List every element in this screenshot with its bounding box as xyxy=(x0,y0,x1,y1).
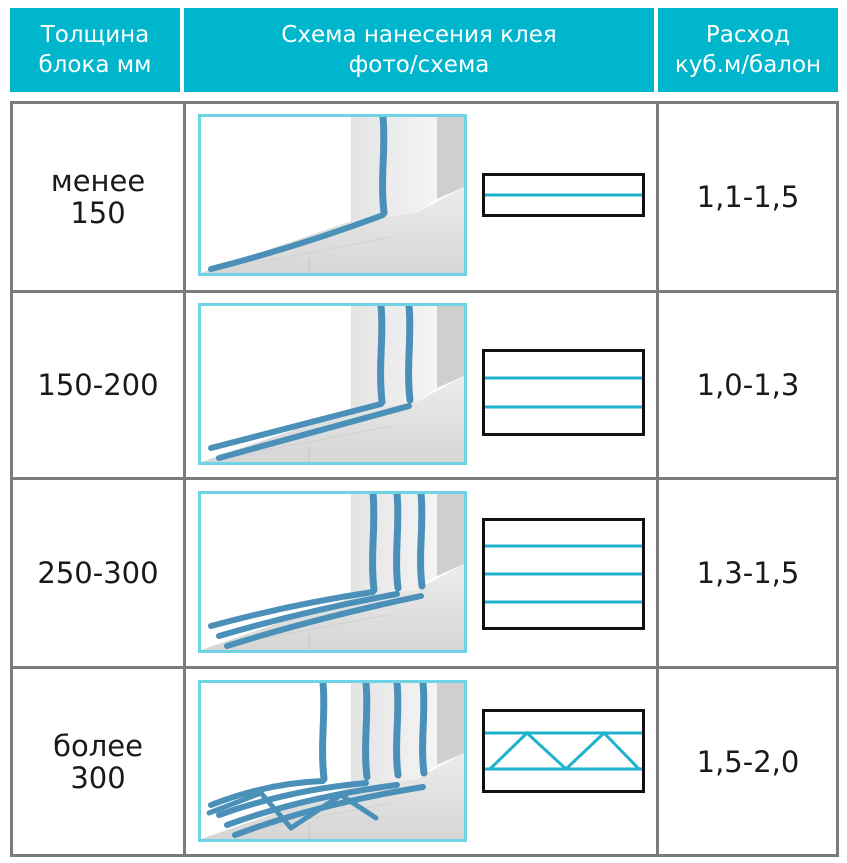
consumption-cell: 1,5-2,0 xyxy=(696,745,800,779)
thickness-cell: более 300 xyxy=(53,729,143,795)
grid-divider xyxy=(13,666,836,669)
grid-divider xyxy=(13,477,836,480)
header-consumption: Расход куб.м/балон xyxy=(658,8,838,92)
glue-photo xyxy=(198,491,467,653)
glue-photo xyxy=(198,680,467,842)
photo-illustration xyxy=(201,683,464,839)
glue-schema xyxy=(482,173,645,217)
photo-illustration xyxy=(201,306,464,462)
table-grid xyxy=(10,101,839,857)
thickness-cell: 150-200 xyxy=(37,368,159,402)
glue-photo xyxy=(198,303,467,465)
glue-schema xyxy=(482,518,645,630)
glue-schema xyxy=(482,349,645,436)
header-thickness: Толщина блока мм xyxy=(10,8,180,92)
schema-diagram xyxy=(482,349,645,436)
consumption-cell: 1,3-1,5 xyxy=(696,556,800,590)
grid-divider xyxy=(13,290,836,293)
schema-diagram xyxy=(482,709,645,793)
thickness-cell: менее 150 xyxy=(50,164,146,230)
schema-diagram xyxy=(482,518,645,630)
glue-photo xyxy=(198,114,467,276)
thickness-cell: 250-300 xyxy=(37,556,159,590)
consumption-cell: 1,0-1,3 xyxy=(696,368,800,402)
photo-illustration xyxy=(201,117,464,273)
schema-diagram xyxy=(482,173,645,217)
header-scheme: Схема нанесения клея фото/схема xyxy=(184,8,654,92)
consumption-cell: 1,1-1,5 xyxy=(696,180,800,214)
photo-illustration xyxy=(201,494,464,650)
glue-schema xyxy=(482,709,645,793)
